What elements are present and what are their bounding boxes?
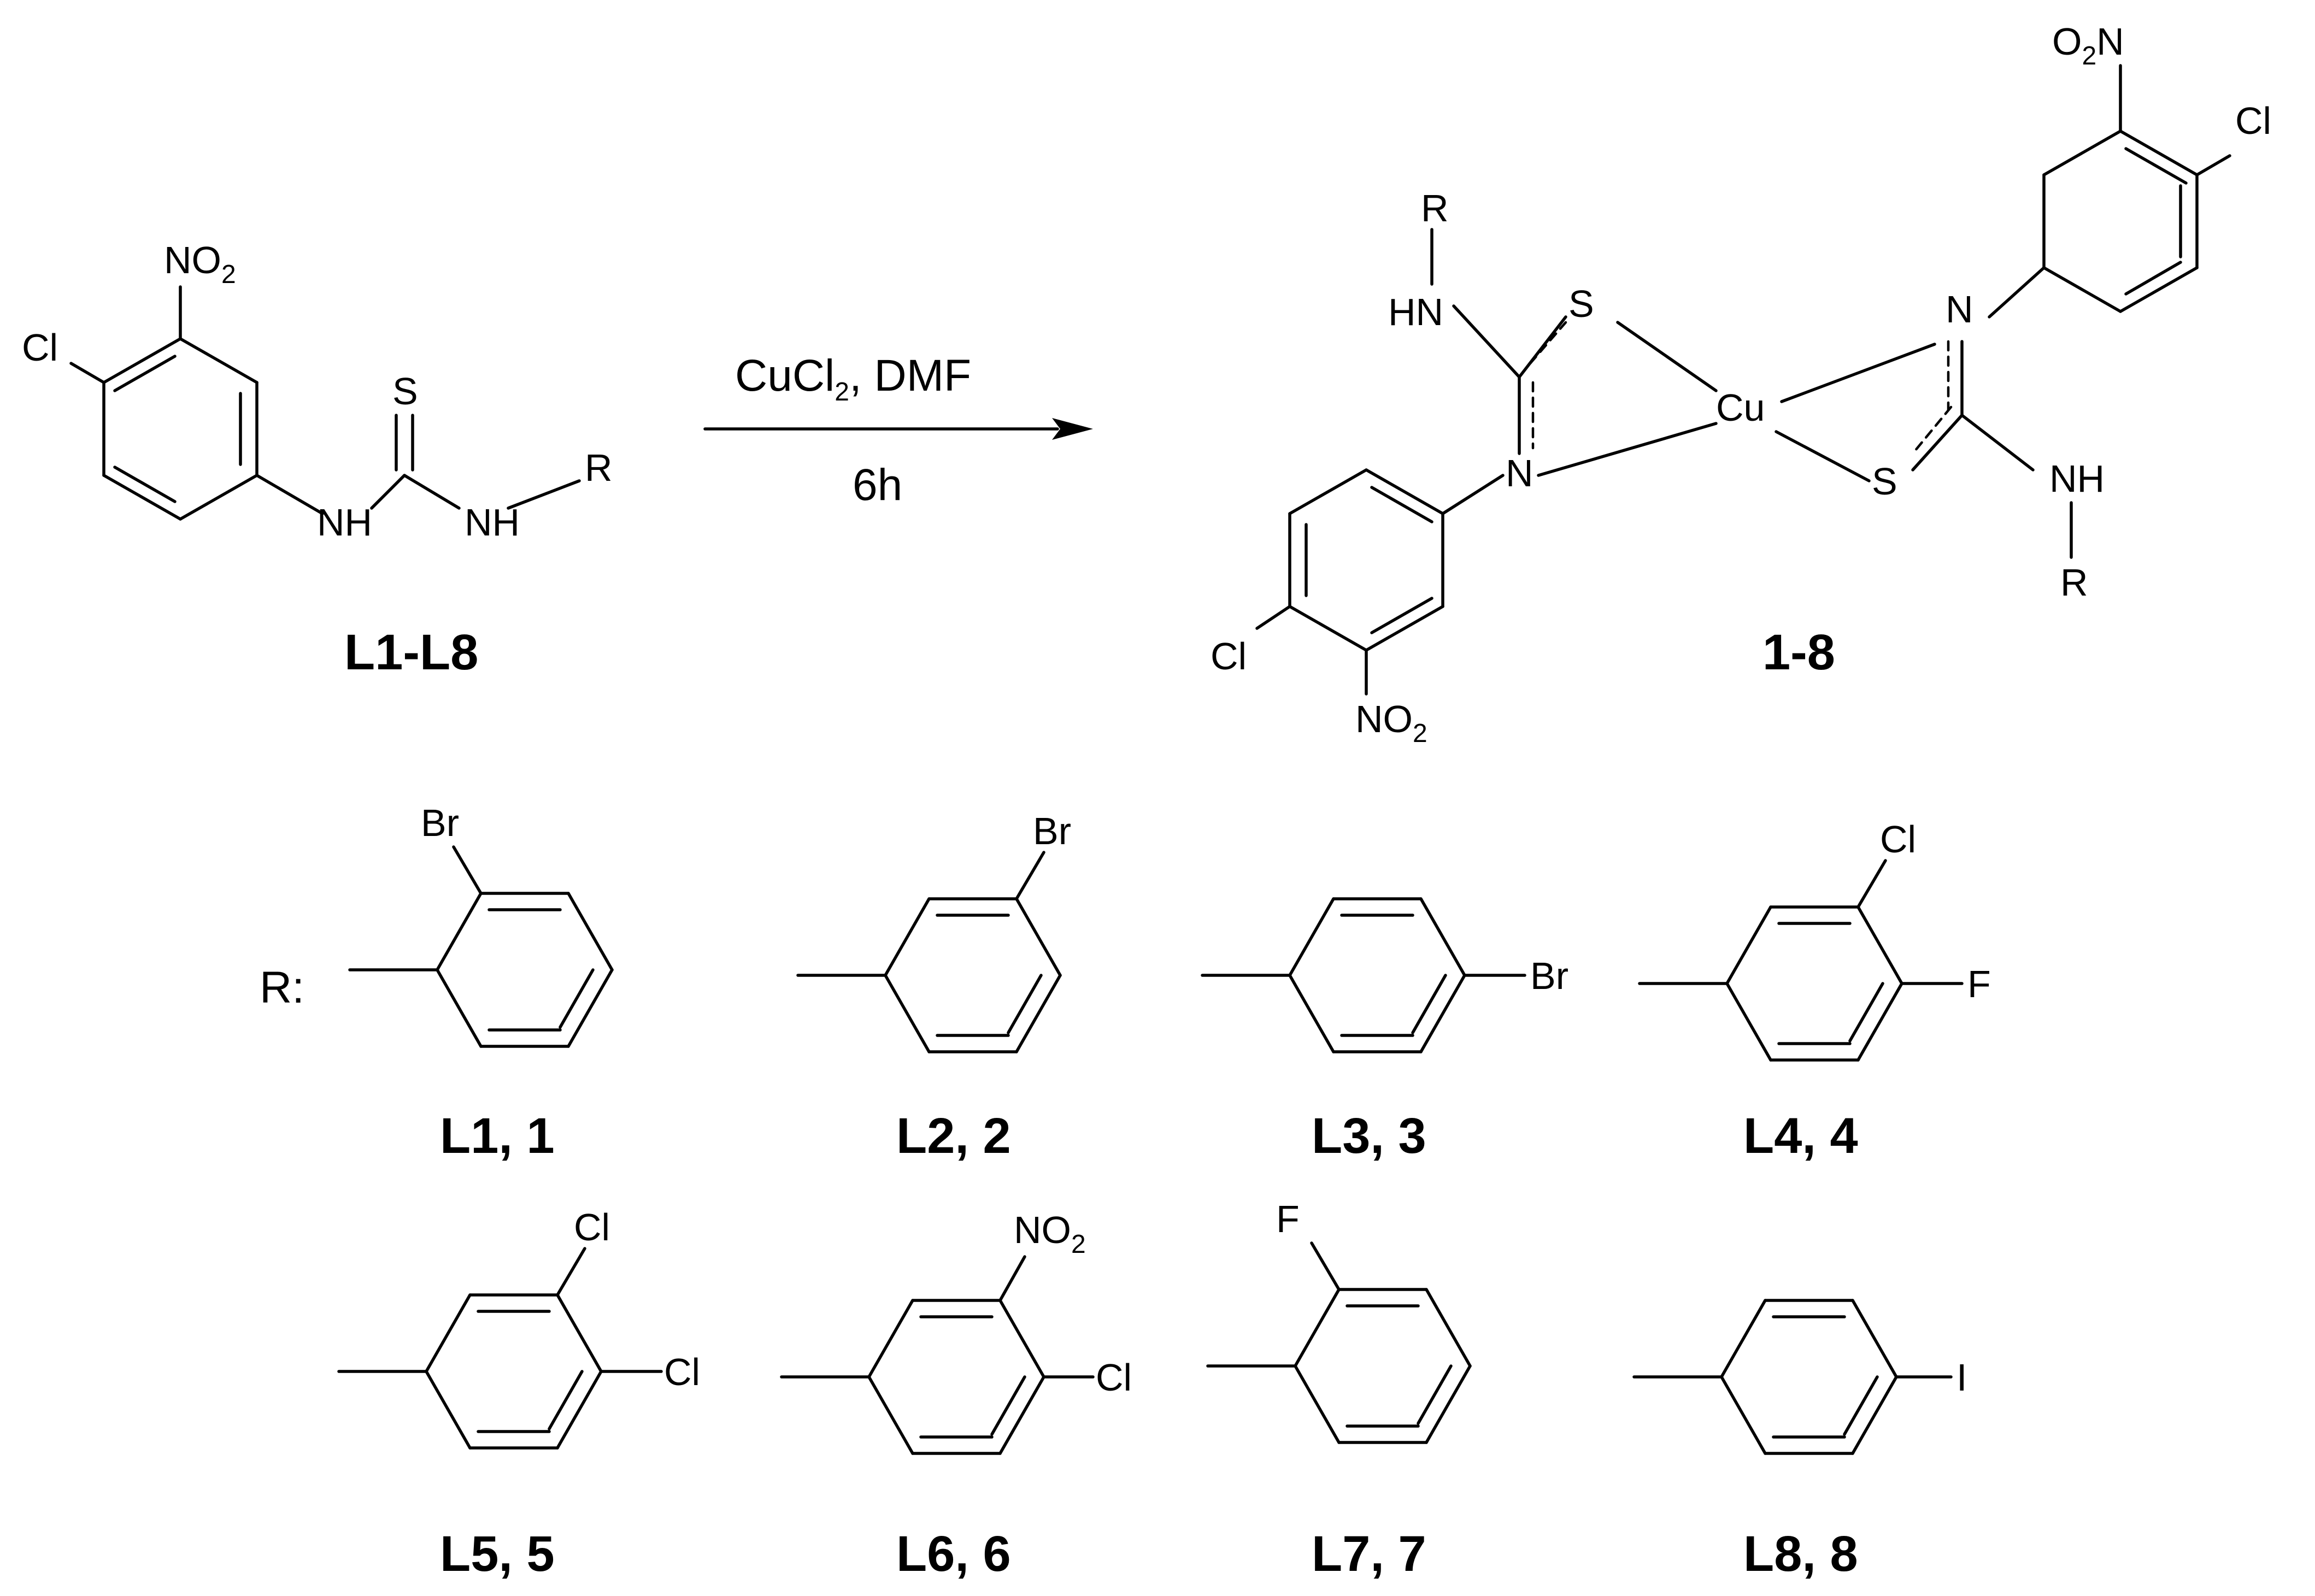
ligand-sulfur-label: S: [392, 370, 418, 413]
complex-right-s-label: S: [1872, 460, 1897, 503]
complex-compound-label: 1-8: [1762, 625, 1835, 680]
complex-left-hn-label: HN: [1388, 291, 1443, 333]
substituent-5-structure: [337, 1247, 663, 1450]
reaction-arrow-head: [1052, 418, 1093, 440]
substituent-6-structure: [780, 1255, 1095, 1455]
substituent-1-label: L1, 1: [440, 1108, 555, 1164]
substituent-5-label: L5, 5: [440, 1526, 555, 1582]
substituent-r-label: R:: [260, 963, 304, 1012]
substituent-4-structure: [1638, 859, 1964, 1062]
ligand-structure: [69, 285, 581, 521]
substituent-4-atom-cl: Cl: [1880, 818, 1916, 861]
complex-left-n-label: N: [1506, 452, 1533, 494]
complex-left-cl-label: Cl: [1211, 635, 1247, 678]
reaction-time-label: 6h: [853, 460, 902, 510]
ligand-nh1-label: NH: [317, 501, 372, 544]
substituent-4-atom-f: F: [1967, 963, 1991, 1005]
substituent-1-atom: Br: [421, 802, 459, 844]
ligand-nh2-label: NH: [465, 501, 520, 544]
substituent-5-atom-cl2: Cl: [664, 1351, 700, 1393]
complex-left-r-label: R: [1421, 187, 1449, 229]
substituent-2-structure: [796, 851, 1062, 1053]
substituent-6-label: L6, 6: [896, 1526, 1011, 1582]
substituent-3-label: L3, 3: [1312, 1108, 1426, 1164]
substituent-7-label: L7, 7: [1312, 1526, 1426, 1582]
substituent-3-structure: [1201, 897, 1526, 1053]
complex-right-n-label: N: [1946, 288, 1973, 331]
complex-right-nh-label: NH: [2049, 457, 2105, 500]
ligand-nitro-label: NO2: [164, 239, 236, 289]
complex-right-r-label: R: [2060, 561, 2088, 604]
substituent-8-label: L8, 8: [1743, 1526, 1858, 1582]
complex-right-cl-label: Cl: [2235, 99, 2271, 142]
substituent-2-label: L2, 2: [896, 1108, 1011, 1164]
substituent-8-atom: I: [1956, 1356, 1967, 1399]
complex-structure: [1255, 64, 2231, 696]
substituent-6-atom-cl: Cl: [1096, 1356, 1132, 1399]
ligand-compound-label: L1-L8: [344, 625, 478, 680]
complex-left-nitro-label: NO2: [1355, 698, 1427, 748]
complex-right-nitro-label: O2N: [2052, 20, 2124, 70]
substituent-3-atom: Br: [1530, 955, 1568, 997]
complex-left-s-label: S: [1568, 282, 1594, 325]
ligand-chloro-label: Cl: [22, 326, 58, 369]
substituent-7-structure: [1206, 1241, 1472, 1444]
substituent-8-structure: [1632, 1299, 1953, 1455]
substituent-1-structure: [348, 845, 614, 1048]
substituent-2-atom: Br: [1033, 810, 1071, 852]
substituent-7-atom: F: [1276, 1198, 1300, 1240]
substituent-6-atom-nitro: NO2: [1014, 1209, 1086, 1259]
reaction-reagent-label: CuCl2, DMF: [735, 351, 971, 407]
ligand-r-label: R: [585, 446, 613, 489]
substituent-4-label: L4, 4: [1743, 1108, 1858, 1164]
complex-metal-label: Cu: [1716, 386, 1765, 429]
substituent-5-atom-cl1: Cl: [574, 1206, 610, 1248]
